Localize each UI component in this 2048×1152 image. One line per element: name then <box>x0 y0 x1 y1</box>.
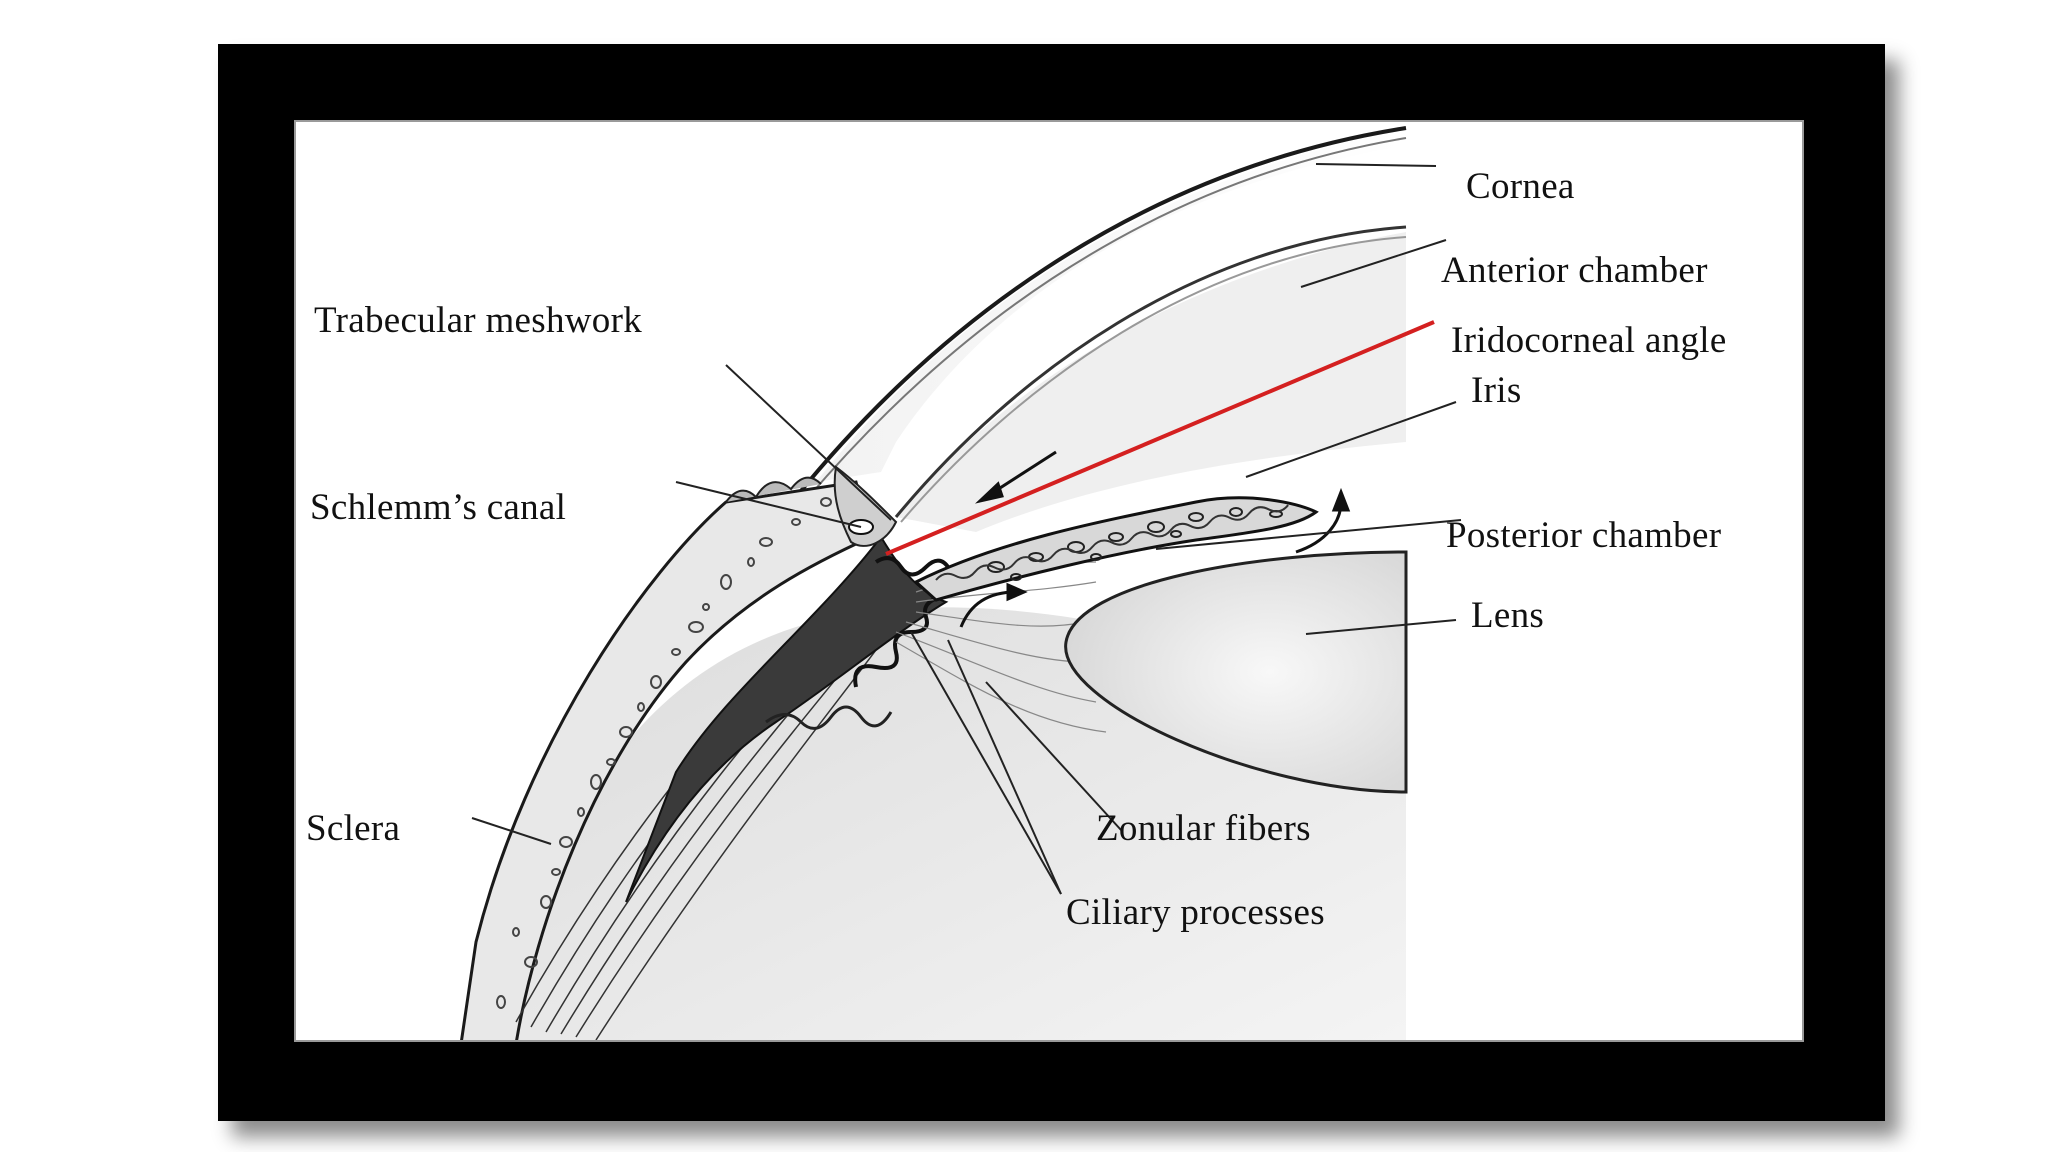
diagram-panel: Cornea Anterior chamber Iridocorneal ang… <box>294 120 1804 1042</box>
label-schlemms-canal: Schlemm’s canal <box>310 487 567 528</box>
label-sclera: Sclera <box>306 808 401 849</box>
cornea-posterior-line-2 <box>900 236 1407 523</box>
iris-fringe <box>935 504 1289 581</box>
leader-lines <box>471 163 1462 895</box>
sclera-shape <box>460 480 873 1040</box>
label-lens: Lens <box>1471 595 1545 636</box>
label-zonular-fibers: Zonular fibers <box>1096 808 1311 849</box>
lens-shape <box>1064 550 1408 794</box>
cornea-posterior-line <box>894 225 1407 518</box>
cornea-shape <box>816 130 1406 482</box>
cornea-outer-line <box>794 126 1407 499</box>
label-iris: Iris <box>1471 370 1522 411</box>
label-cornea: Cornea <box>1466 166 1575 207</box>
ciliary-processes-folds-2 <box>765 705 893 730</box>
black-frame: Cornea Anterior chamber Iridocorneal ang… <box>218 44 1885 1121</box>
eye-anterior-segment-diagram <box>460 126 1462 1040</box>
ciliary-body-shape <box>625 535 949 903</box>
aqueous-flow-arrows <box>959 450 1351 628</box>
iridocorneal-angle-line <box>885 320 1435 556</box>
ciliary-processes-folds <box>853 556 957 688</box>
anterior-chamber-region <box>896 232 1406 532</box>
sclera-texture <box>496 497 832 1009</box>
label-trabecular-meshwork: Trabecular meshwork <box>314 300 643 341</box>
label-ciliary-processes: Ciliary processes <box>1066 892 1325 933</box>
label-anterior-chamber: Anterior chamber <box>1441 250 1708 291</box>
scleral-spur-bumps <box>725 476 822 503</box>
cornea-inner-line <box>805 137 1407 501</box>
label-posterior-chamber: Posterior chamber <box>1446 515 1722 556</box>
label-iridocorneal-angle: Iridocorneal angle <box>1451 320 1727 361</box>
